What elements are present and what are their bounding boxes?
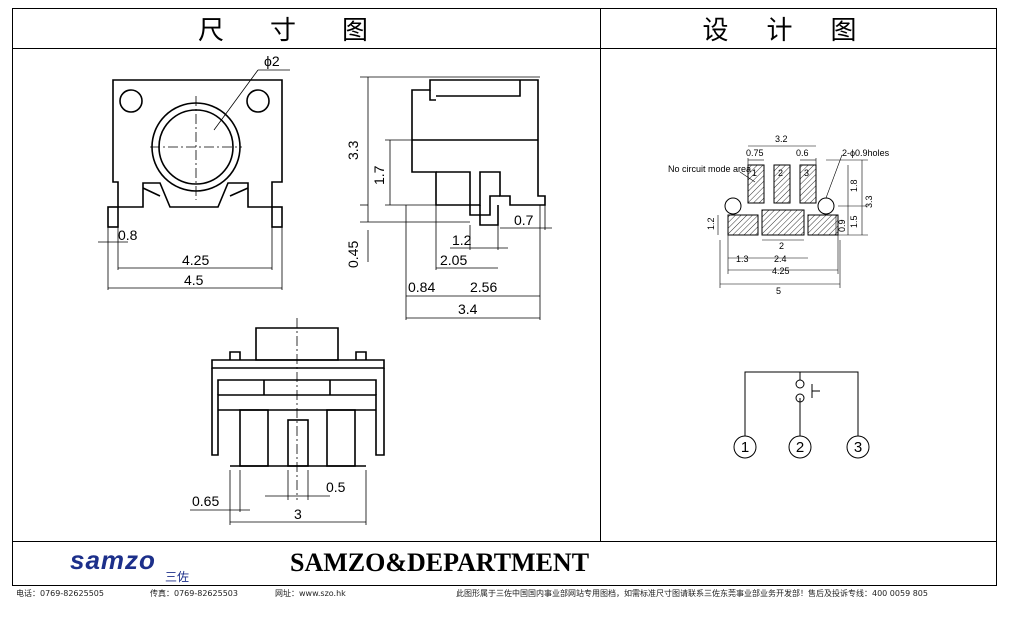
samzo-logo: samzo bbox=[70, 545, 156, 575]
footer-phone: 电话：0769-82625505 bbox=[16, 589, 104, 598]
dim-3: 3 bbox=[294, 506, 302, 522]
footer-divider bbox=[12, 541, 997, 542]
design-dim-3-2: 3.2 bbox=[775, 134, 788, 144]
design-dim-1-5: 1.5 bbox=[849, 215, 859, 228]
design-dim-0-6: 0.6 bbox=[796, 148, 809, 158]
schematic-pin-3: 3 bbox=[854, 439, 862, 456]
drawing-frame bbox=[12, 8, 997, 586]
design-label-holes: 2-ϕ0.9holes bbox=[842, 148, 890, 158]
dim-0-8: 0.8 bbox=[118, 227, 138, 243]
header-design-drawing: 设计图 bbox=[702, 15, 895, 46]
design-dim-4-25: 4.25 bbox=[772, 266, 790, 276]
header-divider bbox=[12, 48, 997, 49]
dim-0-5: 0.5 bbox=[326, 479, 346, 495]
dim-4-25: 4.25 bbox=[182, 252, 209, 268]
footer-fax: 传真：0769-82625503 bbox=[150, 589, 238, 598]
company-name: SAMZO&DEPARTMENT bbox=[290, 548, 590, 577]
dim-3-3: 3.3 bbox=[345, 140, 361, 160]
design-pin-3: 3 bbox=[804, 168, 809, 178]
dim-4-5: 4.5 bbox=[184, 272, 204, 288]
pcb-layout bbox=[724, 164, 839, 236]
dim-2-05: 2.05 bbox=[440, 252, 467, 268]
front-view-outline bbox=[211, 327, 385, 467]
design-dim-1-2: 1.2 bbox=[706, 217, 716, 230]
design-dim-0-75: 0.75 bbox=[746, 148, 764, 158]
design-label-no-circuit: No circuit mode area bbox=[668, 164, 751, 174]
footer-notice: 此图形属于三佐中国国内事业部网站专用图档，如需标准尺寸图请联系三佐东莞事业部业务… bbox=[456, 589, 928, 598]
design-dim-3-3: 3.3 bbox=[864, 195, 874, 208]
dim-phi2: ϕ2 bbox=[264, 53, 280, 69]
switch-schematic bbox=[733, 371, 870, 459]
design-dim-1-8: 1.8 bbox=[849, 179, 859, 192]
design-pin-1: 1 bbox=[752, 168, 757, 178]
dim-2-56: 2.56 bbox=[470, 279, 497, 295]
design-pin-2: 2 bbox=[778, 168, 783, 178]
dim-0-45: 0.45 bbox=[345, 241, 361, 268]
design-dim-5: 5 bbox=[776, 286, 781, 296]
footer-site: 网址：www.szo.hk bbox=[275, 589, 346, 598]
center-divider bbox=[600, 8, 601, 541]
design-dim-0-9: 0.9 bbox=[837, 219, 847, 232]
header-dimension-drawing: 尺寸图 bbox=[197, 15, 414, 46]
dim-1-7: 1.7 bbox=[371, 165, 387, 185]
dim-3-4: 3.4 bbox=[458, 301, 478, 317]
design-dim-2: 2 bbox=[779, 241, 784, 251]
dim-0-65: 0.65 bbox=[192, 493, 219, 509]
schematic-pin-2: 2 bbox=[796, 439, 804, 456]
samzo-logo-cn: 三佐 bbox=[165, 570, 190, 584]
dim-0-7: 0.7 bbox=[514, 212, 534, 228]
design-dim-2-4: 2.4 bbox=[774, 254, 787, 264]
design-dim-1-3: 1.3 bbox=[736, 254, 749, 264]
dim-0-84: 0.84 bbox=[408, 279, 435, 295]
top-view-outline bbox=[107, 79, 283, 228]
schematic-pin-1: 1 bbox=[741, 439, 749, 456]
side-view-outline bbox=[411, 79, 546, 226]
dim-1-2: 1.2 bbox=[452, 232, 472, 248]
